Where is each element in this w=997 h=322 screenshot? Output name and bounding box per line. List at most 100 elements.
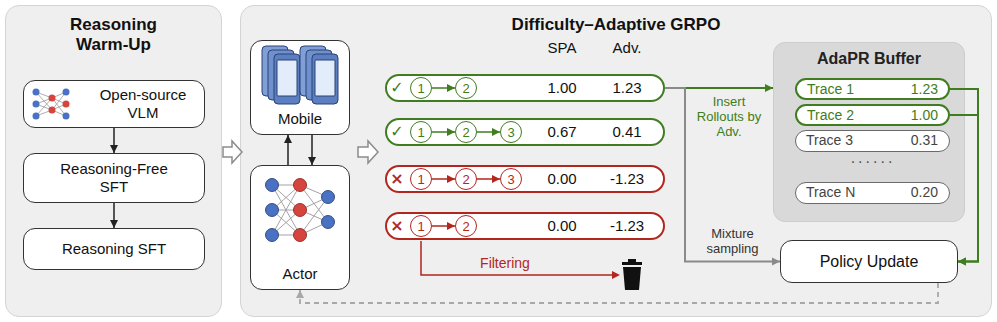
filter-line	[421, 241, 612, 275]
text-slot: Adv.	[597, 40, 657, 56]
text-slot: Filtering	[460, 255, 550, 271]
step-circle: 2	[455, 168, 477, 190]
text-slot: 1.23	[602, 76, 652, 100]
text-slot: 1.23	[888, 80, 938, 98]
arrowhead	[296, 290, 304, 298]
hollow-arrow	[358, 141, 378, 163]
process-box: Mobile	[250, 40, 350, 135]
text-slot: 0.67	[537, 120, 587, 144]
step-circle: 2	[455, 215, 477, 237]
network-icon	[266, 179, 335, 242]
panel-title: Difficulty–Adaptive GRPO	[416, 15, 816, 35]
trace-name: Trace 1	[807, 80, 897, 98]
process-box: Reasoning-Free SFT	[23, 153, 205, 203]
text-slot: -1.23	[602, 214, 652, 238]
rollout-row: ×0.00-1.2312	[385, 212, 665, 240]
connector	[432, 128, 455, 136]
text-slot: ✓	[372, 76, 422, 100]
arrowhead	[110, 220, 118, 228]
step-circle: 2	[455, 77, 477, 99]
connector-line	[477, 178, 500, 180]
step-number: 3	[507, 173, 514, 186]
connector-line	[113, 128, 115, 153]
process-box: Policy Update	[780, 240, 958, 283]
connector	[665, 88, 780, 266]
connector-line	[287, 135, 289, 165]
connector-line	[665, 88, 780, 262]
trace-name: Trace 3	[806, 131, 896, 150]
connector	[432, 84, 455, 92]
trash-icon	[622, 259, 642, 290]
process-box: Open-source VLM	[23, 80, 205, 128]
column-header: SPA	[532, 40, 592, 56]
step-number: 1	[417, 82, 424, 95]
connector	[477, 175, 500, 183]
step-number: 1	[417, 220, 424, 233]
arrowhead	[958, 258, 966, 266]
box-label: Actor	[282, 265, 317, 283]
process-box: Reasoning SFT	[23, 228, 205, 270]
hollow-arrow	[223, 141, 242, 163]
arrowhead	[958, 258, 966, 266]
trace-score: 0.20	[888, 183, 938, 202]
text-slot: Reasoning Warm-Up	[44, 15, 184, 55]
result-mark: ×	[372, 167, 422, 191]
arrowhead	[492, 128, 500, 136]
text-slot: ×	[372, 167, 422, 191]
text-slot: 0.00	[537, 214, 587, 238]
box-label: Reasoning SFT	[62, 240, 166, 258]
trace-score: 1.00	[888, 106, 938, 124]
trace-name: Trace N	[806, 183, 896, 202]
result-mark: ✓	[372, 76, 422, 100]
trace-pill: Trace N0.20	[795, 182, 950, 204]
text-slot: ✓	[372, 120, 422, 144]
step-number: 2	[462, 220, 469, 233]
buffer-box: AdaPR BufferTrace 11.23Trace 21.00Trace …	[773, 42, 965, 222]
panel-title: Reasoning Warm-Up	[44, 15, 184, 55]
connector	[296, 283, 938, 303]
score-value: 1.00	[537, 76, 587, 100]
arrowhead	[492, 175, 500, 183]
trace-name: Trace 2	[807, 106, 897, 124]
trace-pill: Trace 11.23	[795, 78, 950, 100]
step-number: 1	[417, 173, 424, 186]
score-value: 0.41	[602, 120, 652, 144]
step-number: 1	[417, 126, 424, 139]
stage-panel: Reasoning Warm-UpOpen-source VLM Reasonin…	[5, 5, 222, 317]
connector	[665, 84, 773, 92]
connector	[432, 175, 455, 183]
step-number: 2	[462, 173, 469, 186]
text-slot: 1.00	[537, 76, 587, 100]
box-label: Policy Update	[820, 252, 919, 271]
step-circle: 1	[410, 215, 432, 237]
connector-line	[477, 131, 500, 133]
step-circle: 3	[500, 168, 522, 190]
connector	[308, 135, 316, 165]
step-circle: 1	[410, 168, 432, 190]
rollout-row: ✓1.001.2312	[385, 74, 665, 102]
ellipsis: ......	[813, 150, 933, 166]
arrowhead	[765, 84, 773, 92]
arrowhead	[447, 84, 455, 92]
step-number: 2	[462, 126, 469, 139]
column-header: Adv.	[597, 40, 657, 56]
connector	[432, 222, 455, 230]
step-circle: 3	[500, 121, 522, 143]
arrowhead	[308, 157, 316, 165]
text-slot: AdaPR Buffer	[779, 49, 959, 68]
arrowhead	[110, 145, 118, 153]
text-slot: Insert Rollouts by Adv.	[691, 94, 767, 139]
box-label: Mobile	[278, 110, 322, 128]
trace-score: 0.31	[888, 131, 938, 150]
step-circle: 1	[410, 121, 432, 143]
text-slot: Difficulty–Adaptive GRPO	[416, 15, 816, 35]
connector	[477, 128, 500, 136]
note-label: Filtering	[460, 255, 550, 271]
text-slot: Trace 3	[806, 131, 896, 150]
connector-line	[432, 225, 455, 227]
arrowhead	[284, 135, 292, 143]
rollout-row: ✓0.670.41123	[385, 118, 665, 146]
text-slot: 0.20	[888, 183, 938, 202]
score-value: 0.67	[537, 120, 587, 144]
buffer-title: AdaPR Buffer	[779, 49, 959, 68]
